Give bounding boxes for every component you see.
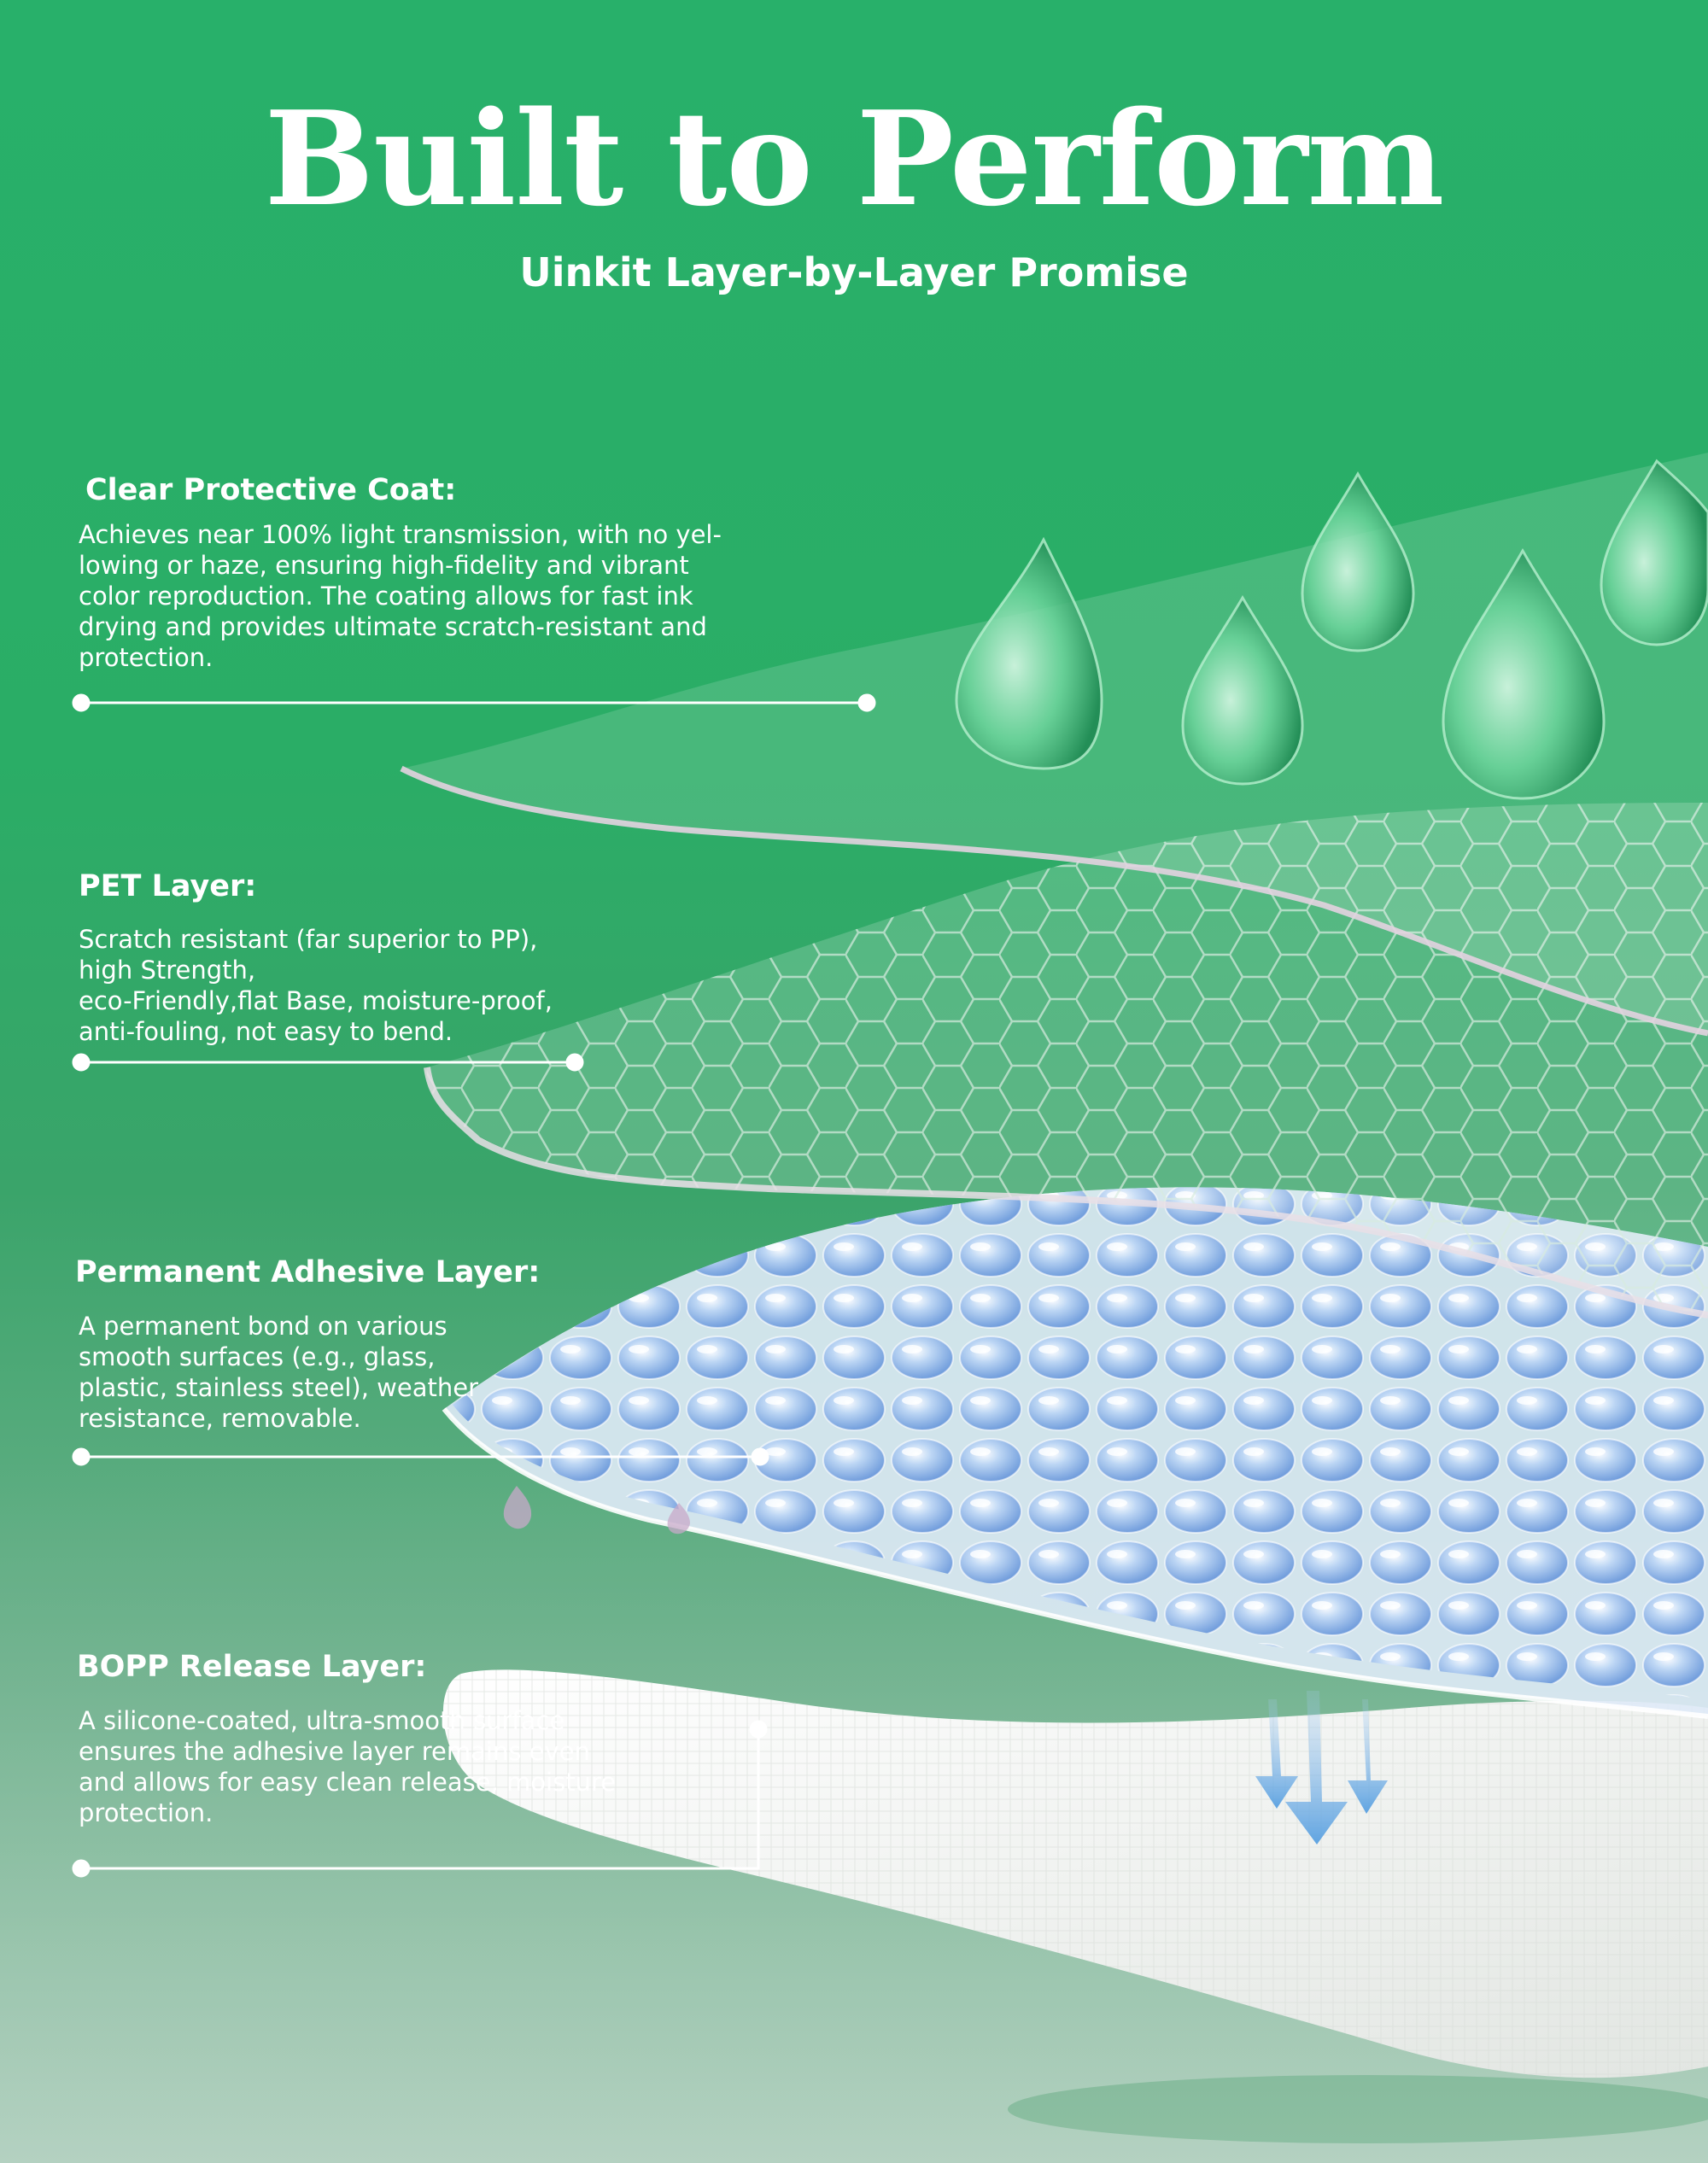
- adhesive-layer-heading: Permanent Adhesive Layer:: [75, 1255, 541, 1289]
- page-subtitle: Uinkit Layer-by-Layer Promise: [519, 249, 1189, 295]
- clear-coat-heading: Clear Protective Coat:: [85, 473, 457, 507]
- adhesive-layer-description: A permanent bond on various smooth surfa…: [79, 1312, 478, 1433]
- callout-lines: [72, 693, 876, 1878]
- page-title: Built to Perform: [264, 82, 1445, 235]
- bopp-layer-heading: BOPP Release Layer:: [77, 1650, 427, 1684]
- pet-layer-description: Scratch resistant (far superior to PP), …: [79, 925, 553, 1046]
- water-droplet-icons: [955, 459, 1708, 800]
- bopp-layer-description: A silicone-coated, ultra-smooth surface …: [79, 1706, 617, 1827]
- adhesive-layer: [442, 1187, 1708, 1719]
- down-arrow-icons: [1255, 1691, 1388, 1844]
- clear-coat-description: Achieves near 100% light transmission, w…: [79, 520, 722, 672]
- pet-layer-heading: PET Layer:: [79, 869, 257, 903]
